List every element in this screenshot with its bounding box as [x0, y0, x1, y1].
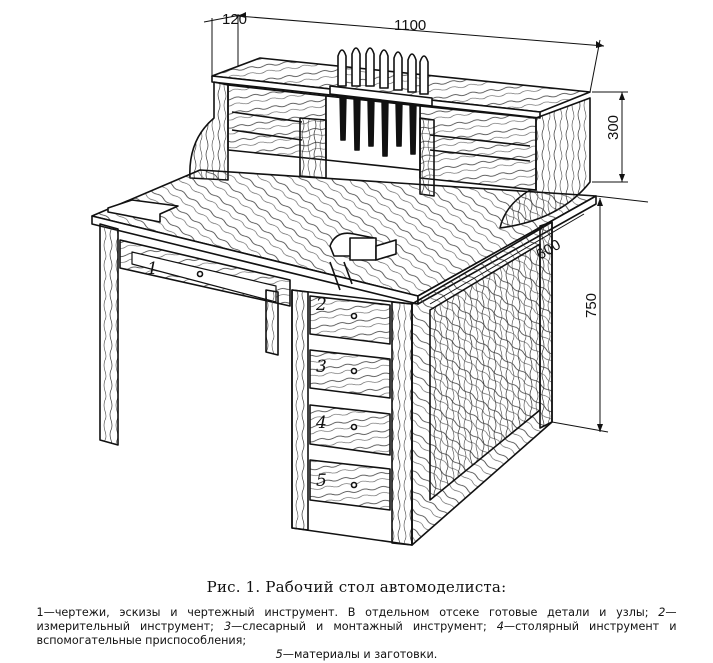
- bench-vise: [329, 232, 397, 291]
- legend-num-1: 1: [36, 606, 44, 619]
- dimension-arrows: [238, 12, 625, 432]
- ruler-rest: [107, 199, 179, 223]
- drawer-number-3: 3: [316, 357, 327, 377]
- drawer-labels: 1 2 3 4 5: [147, 259, 327, 491]
- legend-text-1: —чертежи, эскизы и чертежный инструмент.…: [43, 606, 659, 619]
- dimension-120: 120: [222, 11, 247, 28]
- legend-text-4: —столярный инструмент и вспомогательные …: [36, 620, 677, 647]
- drawer-number-5: 5: [316, 471, 327, 491]
- chisel-rack: [337, 47, 429, 95]
- drawer-number-2: 2: [315, 295, 327, 315]
- dimension-300: 300: [605, 115, 622, 140]
- drawer-3: [309, 349, 391, 399]
- drawer-5: [309, 459, 391, 511]
- leg-front-left: [99, 223, 119, 446]
- legend-num-3: 3: [223, 620, 232, 633]
- caption-legend: 1—чертежи, эскизы и чертежный инструмент…: [37, 606, 677, 662]
- legend-num-4: 4: [496, 620, 504, 633]
- dimension-lines: [203, 13, 649, 433]
- workbench-drawing: 1 2 3 4 5 120 1100 300 600 750: [91, 11, 649, 546]
- workbench-illustration: 1 2 3 4 5 120 1100 300 600 750: [91, 11, 649, 546]
- drawer-number-4: 4: [315, 413, 327, 433]
- shelf-left-side: [189, 81, 229, 181]
- drawer-4: [309, 404, 391, 456]
- legend-num-2: 2: [658, 606, 666, 619]
- dimension-1100: 1100: [394, 17, 426, 34]
- drawer-2: [309, 295, 391, 345]
- legend-text-2: —измерительный инструмент;: [36, 606, 677, 633]
- legend-num-5: 5: [275, 648, 283, 661]
- legend-text-3: —слесарный и монтажный инструмент;: [231, 620, 497, 633]
- legend-text-5: —материалы и заготовки.: [282, 648, 438, 661]
- caption-title: Рис. 1. Рабочий стол автомоделиста:: [206, 578, 507, 596]
- dimension-750: 750: [583, 293, 600, 318]
- legend-last-line: 5—материалы и заготовки.: [37, 648, 677, 662]
- drawer-number-1: 1: [147, 259, 158, 279]
- figure-caption: Рис. 1. Рабочий стол автомоделиста: 1—че…: [0, 578, 713, 662]
